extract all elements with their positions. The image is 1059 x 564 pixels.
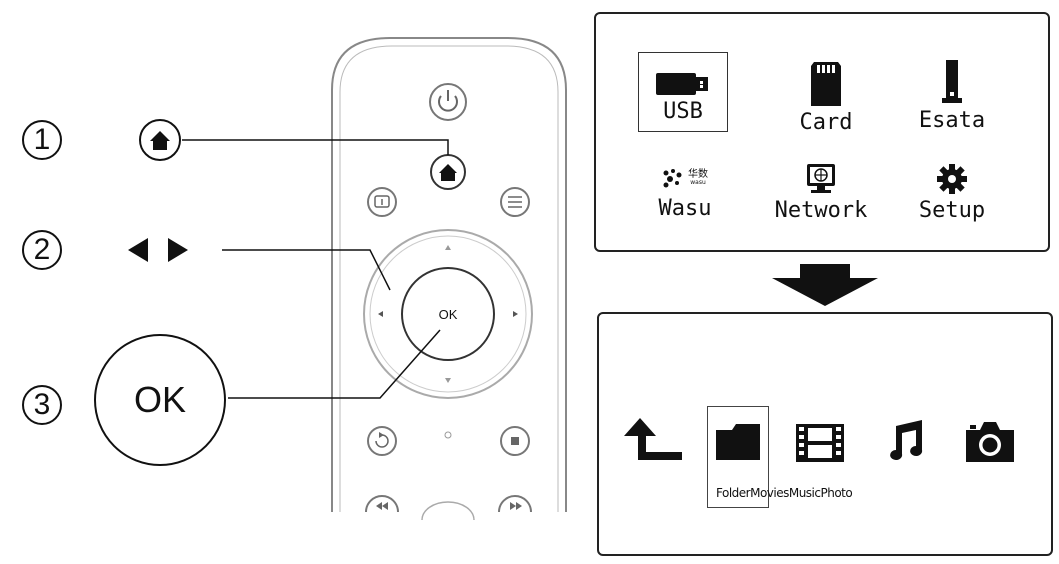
down-arrow-icon [772,264,878,306]
media-item-folder-selection[interactable] [707,406,769,508]
media-menu-caption: FolderMoviesMusicPhoto [716,486,853,500]
menu-button[interactable] [500,187,530,217]
fast-forward-button[interactable] [498,495,532,513]
back-button[interactable] [367,426,397,456]
menu-item-setup[interactable]: Setup [912,152,992,222]
menu-item-usb[interactable]: USB [638,52,728,132]
music-note-icon[interactable] [888,420,924,460]
step3-ok-button: OK [94,334,226,466]
step-number-3: 3 [22,385,62,425]
connector-line-ok [228,329,441,399]
camera-icon[interactable] [966,422,1014,462]
menu-item-card[interactable]: Card [786,52,866,134]
menu-label-wasu: Wasu [658,196,712,221]
connector-line-arrows [222,249,391,291]
step1-home-icon [139,119,181,161]
rewind-button[interactable] [365,495,399,513]
menu-label-esata: Esata [918,108,986,133]
back-arrow-icon[interactable] [624,418,684,464]
esata-drive-icon [942,60,962,103]
folder-icon[interactable] [716,424,760,460]
step2-left-arrow-icon [128,238,148,262]
step-number-2: 2 [22,230,62,270]
connector-line-home [182,139,449,155]
remote-body [331,37,567,512]
menu-label-setup: Setup [918,198,986,223]
remote-home-button[interactable] [430,154,466,190]
sd-card-icon [811,62,841,106]
play-button-outline [421,501,475,521]
home-menu-panel: USB Card Esata 华数 [594,12,1050,252]
menu-item-esata[interactable]: Esata [912,50,992,132]
dpad-down-arrow [445,378,451,383]
menu-item-wasu[interactable]: 华数 wasu Wasu [640,154,730,220]
wasu-logo-subtext: wasu [690,179,706,186]
indicator-dot [444,431,452,439]
remote-ok-label: OK [439,307,458,322]
step2-right-arrow-icon [168,238,188,262]
stop-button[interactable] [500,426,530,456]
menu-label-card: Card [799,110,853,135]
dpad-left-arrow [378,311,383,317]
info-button[interactable] [367,187,397,217]
menu-label-usb: USB [663,99,703,124]
menu-label-network: Network [774,198,868,223]
dpad-up-arrow [445,245,451,250]
network-icon [807,164,835,193]
remote-ok-button[interactable]: OK [401,267,495,361]
wasu-logo-icon: 华数 wasu [662,164,708,192]
wasu-logo-text: 华数 [688,169,708,180]
step-number-1: 1 [22,120,62,160]
gear-icon [937,164,967,194]
film-icon[interactable] [796,424,844,462]
dpad-right-arrow [513,311,518,317]
menu-item-network[interactable]: Network [766,150,876,222]
power-button[interactable] [429,83,467,121]
usb-drive-icon [656,73,708,95]
